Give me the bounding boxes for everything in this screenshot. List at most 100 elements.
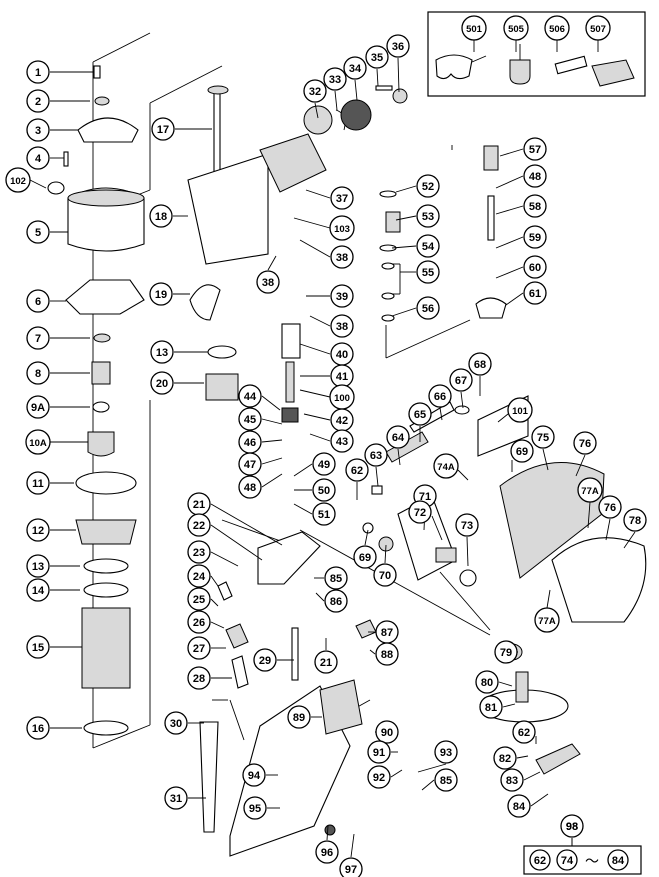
leader-line: [261, 457, 283, 465]
callout-label: 14: [32, 585, 45, 597]
callout-77A: 77A: [534, 607, 560, 633]
callout-circle: [26, 471, 50, 495]
callout-circle: [26, 89, 50, 113]
leader-line: [376, 68, 379, 87]
callout-30: 30: [164, 711, 188, 735]
leader-line: [605, 518, 611, 541]
callout-label: 24: [193, 571, 206, 583]
callout-label: 91: [373, 747, 385, 759]
callout-circle: [26, 220, 50, 244]
callout-label: 507: [590, 24, 606, 35]
callout-circle: [375, 720, 399, 744]
callout-label: 58: [529, 201, 541, 213]
callout-24: 24: [187, 564, 211, 588]
callout-circle: [26, 361, 50, 385]
callout-label: 12: [32, 525, 44, 537]
callout-circle: [314, 650, 338, 674]
callout-circle: [428, 384, 452, 408]
leader-line: [293, 503, 313, 515]
callout-51: 51: [312, 502, 336, 526]
label-sheet-icon: [554, 55, 588, 75]
callout-circle: [408, 402, 432, 426]
callout-47: 47: [238, 452, 262, 476]
callout-96: 96: [315, 840, 339, 864]
callout-45: 45: [238, 407, 262, 431]
callout-98: 98: [560, 814, 584, 838]
callout-7: 7: [26, 326, 50, 350]
callout-circle: [523, 255, 547, 279]
callout-70: 70: [373, 563, 397, 587]
leader-line: [261, 418, 283, 425]
nailer-body: [187, 85, 327, 681]
callout-circle: [475, 670, 499, 694]
callout-79: 79: [494, 640, 518, 664]
callout-label: 89: [293, 712, 305, 724]
callout-label: 6: [35, 296, 41, 308]
leader-line: [495, 205, 524, 215]
callout-14: 14: [26, 578, 50, 602]
callout-21: 21: [187, 492, 211, 516]
callout-circle: [507, 794, 531, 818]
callout-95: 95: [243, 796, 267, 820]
leader-line: [210, 621, 225, 629]
callout-circle: [26, 146, 50, 170]
callout-circle: [26, 60, 50, 84]
callout-label: 47: [244, 459, 256, 471]
callout-label: 90: [381, 727, 393, 739]
kit-mid-label: 74: [561, 855, 574, 867]
callout-55: 55: [416, 260, 440, 284]
callout-33: 33: [323, 67, 347, 91]
callout-72: 72: [408, 500, 432, 524]
callout-46: 46: [238, 430, 262, 454]
leader-line: [497, 413, 509, 423]
callout-69: 69: [353, 545, 377, 569]
callout-label: 56: [422, 303, 434, 315]
manual-icon: [591, 59, 635, 87]
callout-57: 57: [523, 137, 547, 161]
leader-line: [364, 529, 369, 546]
leader-line: [523, 771, 541, 781]
callout-circle: [560, 814, 584, 838]
callout-circle: [330, 186, 354, 210]
callout-38: 38: [330, 245, 354, 269]
leader-line: [326, 825, 329, 841]
leader-line: [390, 769, 403, 778]
callout-circle: [510, 439, 534, 463]
leader-line: [505, 292, 524, 306]
callout-label: 49: [318, 459, 330, 471]
callout-circle: [150, 340, 174, 364]
callout-label: 48: [244, 482, 256, 494]
callout-label: 55: [422, 267, 434, 279]
callout-label: 10A: [29, 438, 47, 449]
callout-label: 501: [466, 24, 483, 35]
callout-circle: [345, 458, 369, 482]
leader-line: [210, 503, 283, 546]
callout-74A: 74A: [433, 453, 459, 479]
callout-label: 45: [244, 414, 256, 426]
callout-34: 34: [343, 56, 367, 80]
callout-label: 66: [434, 391, 446, 403]
callout-82: 82: [493, 746, 517, 770]
callout-circle: [468, 352, 492, 376]
callout-1: 1: [26, 60, 50, 84]
callout-label: 13: [32, 561, 44, 573]
callout-circle: [455, 513, 479, 537]
callout-5: 5: [26, 220, 50, 244]
callout-8: 8: [26, 361, 50, 385]
leader-line: [542, 448, 549, 471]
callout-67: 67: [449, 368, 473, 392]
accessory-callout-505: 505: [503, 15, 529, 52]
callout-circle: [373, 563, 397, 587]
callout-label: 93: [440, 747, 452, 759]
callout-49: 49: [312, 452, 336, 476]
leader-line: [305, 189, 331, 199]
callout-label: 44: [244, 391, 257, 403]
callout-103: 103: [329, 215, 355, 241]
callout-circle: [26, 289, 50, 313]
callout-76: 76: [573, 431, 597, 455]
callout-label: 43: [336, 436, 348, 448]
callout-label: 506: [549, 24, 565, 35]
callout-56: 56: [416, 296, 440, 320]
callout-93: 93: [434, 740, 458, 764]
